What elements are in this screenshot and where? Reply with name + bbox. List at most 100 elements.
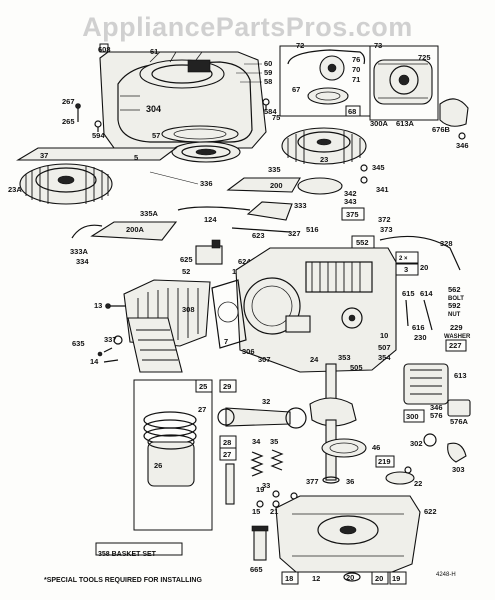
cam-gear-46[interactable] (321, 438, 367, 458)
screw-594[interactable] (94, 120, 102, 132)
fitting-302[interactable] (423, 433, 467, 463)
flywheel-23a[interactable] (19, 163, 113, 205)
callout-20b: 20 (346, 573, 354, 582)
callout-327: 327 (288, 229, 301, 238)
tappet-33[interactable] (272, 490, 298, 500)
callout-15: 15 (252, 507, 260, 516)
starter-assembly-73[interactable] (279, 45, 371, 117)
rotating-screen-57[interactable] (161, 125, 239, 143)
callout-333: 333 (294, 201, 307, 210)
callout-337: 337 (104, 335, 117, 344)
armature-200a[interactable] (71, 221, 178, 241)
screw-584[interactable] (262, 98, 270, 110)
callout-219: 219 (378, 457, 391, 466)
blower-housing[interactable] (99, 51, 267, 149)
link-623[interactable] (231, 227, 291, 233)
carb-linkage-615[interactable] (405, 299, 433, 331)
muffler-300a[interactable] (369, 45, 439, 121)
piston-rings-26[interactable] (143, 411, 197, 487)
callout-52: 52 (182, 267, 190, 276)
gear-cover-342[interactable] (297, 177, 343, 195)
gasket-37[interactable] (16, 147, 178, 161)
cylinder-block-1[interactable] (235, 247, 397, 373)
callout-7: 7 (224, 337, 228, 346)
callout-302: 302 (410, 439, 423, 448)
sump-base-18[interactable] (275, 495, 421, 573)
callout-353: 353 (338, 353, 351, 362)
callout-308: 308 (182, 305, 195, 314)
callout-20c: 20 (375, 574, 383, 583)
callout-328: 328 (440, 239, 453, 248)
callout-346b: 346 (430, 403, 443, 412)
muffler-613[interactable] (403, 363, 449, 405)
callout-2x: 2 × (399, 256, 408, 262)
callout-334: 334 (76, 257, 89, 266)
crankshaft-24[interactable] (309, 363, 357, 484)
callout-35: 35 (270, 437, 278, 446)
screw-14[interactable] (103, 359, 119, 363)
valve-spring-34[interactable] (225, 449, 284, 505)
callout-12: 12 (312, 574, 320, 583)
callout-304: 304 (146, 104, 161, 114)
armature-200[interactable] (226, 177, 301, 193)
screw-346[interactable] (458, 132, 466, 140)
callout-27b: 27 (223, 450, 231, 459)
governor-22[interactable] (385, 466, 415, 485)
callout-562: 562 (448, 285, 461, 294)
callout-676b: 676B (432, 125, 451, 134)
callout-229-washer: WASHER (444, 334, 471, 340)
bolt-13[interactable] (105, 303, 127, 309)
oil-fill-665[interactable] (251, 525, 269, 561)
flywheel-23[interactable] (281, 127, 367, 165)
plug-337[interactable] (97, 335, 123, 357)
connecting-rod-32[interactable] (217, 407, 307, 429)
callout-34: 34 (252, 437, 261, 446)
ignition-333[interactable] (177, 201, 293, 221)
deflector-676b[interactable] (439, 98, 469, 127)
breather-plate-635[interactable] (127, 317, 183, 373)
special-tools-footnote: *SPECIAL TOOLS REQUIRED FOR INSTALLING (44, 577, 202, 584)
callout-265: 265 (62, 117, 75, 126)
drain-plug-15[interactable] (256, 500, 280, 508)
callout-68: 68 (348, 107, 356, 116)
pulley-56[interactable] (171, 141, 241, 163)
screw-267[interactable] (75, 103, 81, 123)
callout-200: 200 (270, 181, 283, 190)
callout-584: 584 (264, 107, 277, 116)
nut-345[interactable] (360, 164, 368, 184)
callout-1: 1 (232, 267, 236, 276)
callout-32: 32 (262, 397, 270, 406)
callout-75: 75 (272, 113, 280, 122)
callout-562-bolt: BOLT (448, 296, 464, 302)
callout-594: 594 (92, 131, 105, 140)
callout-37: 37 (40, 151, 48, 160)
callout-343: 343 (344, 197, 357, 206)
callout-516: 516 (306, 225, 319, 234)
callout-346: 346 (456, 141, 469, 150)
callout-36: 36 (346, 477, 354, 486)
callout-28: 28 (223, 438, 231, 447)
basket-set-box (95, 542, 183, 556)
callout-23: 23 (320, 155, 328, 164)
callout-23a: 23A (8, 185, 22, 194)
callout-19b: 19 (392, 574, 400, 583)
fuel-line-328[interactable] (379, 235, 461, 271)
guard-576a[interactable] (447, 399, 471, 417)
carburetor-625[interactable] (195, 239, 223, 265)
callout-29: 29 (223, 382, 231, 391)
callout-25: 25 (199, 382, 207, 391)
callout-27: 27 (198, 405, 206, 414)
callout-615: 615 (402, 289, 415, 298)
callout-58: 58 (264, 77, 272, 86)
callout-19: 19 (256, 485, 264, 494)
callout-21: 21 (270, 507, 278, 516)
seal-20[interactable] (343, 572, 361, 582)
callout-576a: 576A (450, 417, 469, 426)
head-gasket-7[interactable] (211, 279, 247, 349)
callout-20: 20 (420, 263, 428, 272)
callout-267: 267 (62, 97, 75, 106)
callout-592-nut: NUT (448, 312, 461, 318)
callout-552: 552 (356, 238, 369, 247)
